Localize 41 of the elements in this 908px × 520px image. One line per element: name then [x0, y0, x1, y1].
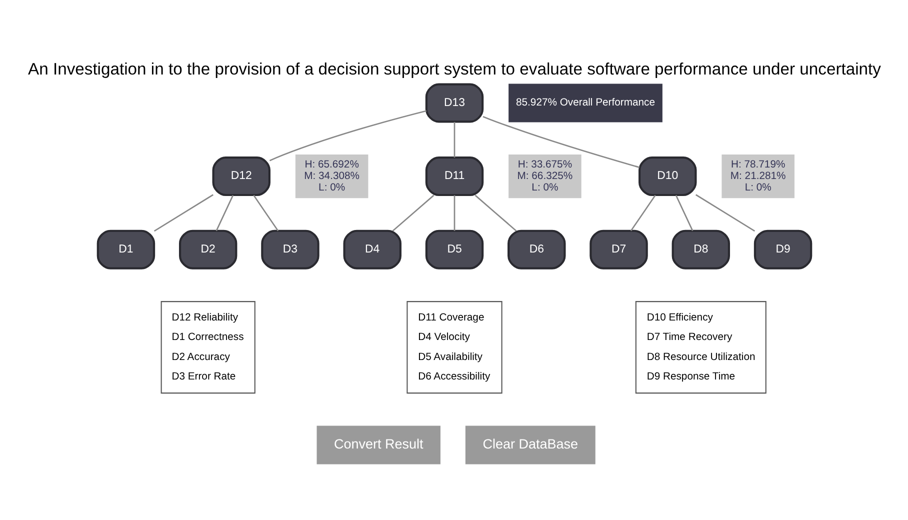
node-box: D6 — [507, 229, 566, 269]
connector — [474, 194, 516, 231]
connector — [630, 194, 656, 231]
connector — [268, 110, 426, 161]
connector — [153, 194, 213, 232]
node-label: L: 0% — [531, 182, 558, 193]
diagram-title: An Investigation in to the provision of a decision support system to evaluate software performance under uncertainty — [28, 59, 880, 78]
node-box: D11 — [424, 156, 484, 196]
node-box: D8 — [671, 229, 730, 269]
node-box: D2 — [178, 229, 237, 269]
node-box: D7 — [589, 229, 648, 269]
node-box: D13 — [424, 82, 484, 122]
node-box: Clear DataBase — [464, 425, 595, 464]
connector — [392, 194, 434, 231]
connector — [482, 115, 640, 168]
connector — [453, 194, 455, 230]
connector — [674, 194, 693, 231]
connector — [215, 194, 234, 231]
node-label: 85.927% Overall Performance — [516, 97, 654, 108]
node-box: D9 — [753, 229, 812, 269]
node-box: D4 — [342, 229, 401, 269]
node-box: D1 — [96, 229, 155, 269]
node-label: L: 0% — [744, 182, 771, 193]
node-label: H: 65.692% — [304, 158, 358, 170]
node-label: M: 34.308% — [304, 170, 360, 182]
connector — [252, 194, 278, 231]
connector — [453, 122, 455, 158]
node-box: D3 — [260, 229, 319, 269]
connector — [695, 194, 755, 232]
node-label: H: 33.675% — [517, 158, 572, 170]
node-box: D5 — [424, 229, 484, 269]
node-label: M: 21.281% — [730, 170, 786, 182]
node-box: D12 Reliability D1 Correctness D2 Accuracy D3 Error Rate — [160, 300, 255, 394]
node-box: D12 — [212, 156, 270, 196]
node-box: D10 — [638, 156, 696, 196]
node-box: Convert Result — [316, 425, 440, 464]
node-label: L: 0% — [318, 182, 345, 193]
node-box: D11 Coverage D4 Velocity D5 Availability D6 Accessibility — [406, 300, 502, 394]
node-label: M: 66.325% — [516, 170, 572, 182]
node-box: D10 Efficiency D7 Time Recovery D8 Resource Utilization D9 Response Time — [634, 300, 766, 394]
node-label: H: 78.719% — [730, 158, 785, 170]
